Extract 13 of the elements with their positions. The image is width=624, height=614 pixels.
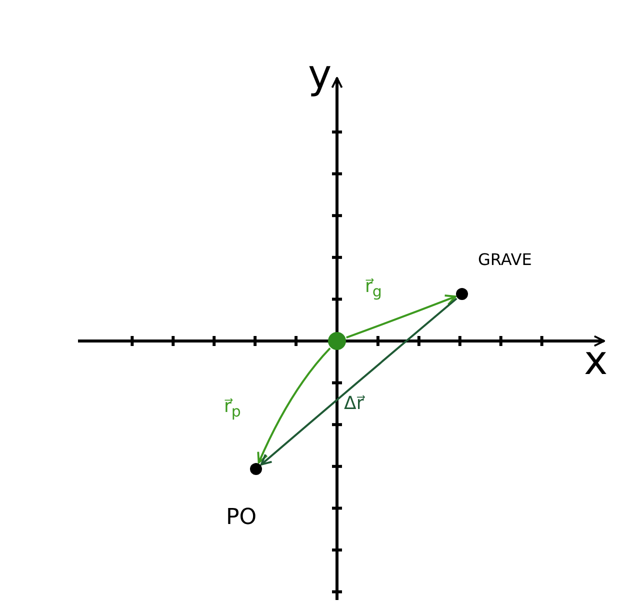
vector-arrow xyxy=(260,298,458,466)
point-dot xyxy=(328,332,346,350)
point-dot xyxy=(250,463,262,475)
axis-label: y xyxy=(308,52,332,98)
vector-arrow xyxy=(257,348,331,464)
vector-label: r⃗$_{g}$ xyxy=(365,276,382,301)
vector-label: r⃗$_{p}$ xyxy=(224,396,241,421)
point-label: PO xyxy=(226,505,257,530)
vector-arrow xyxy=(346,294,456,338)
vector-label: Δr⃗ xyxy=(344,393,364,414)
point-dot xyxy=(456,288,468,300)
point-label: GRAVE xyxy=(478,250,532,269)
axis-label: x xyxy=(584,338,608,384)
